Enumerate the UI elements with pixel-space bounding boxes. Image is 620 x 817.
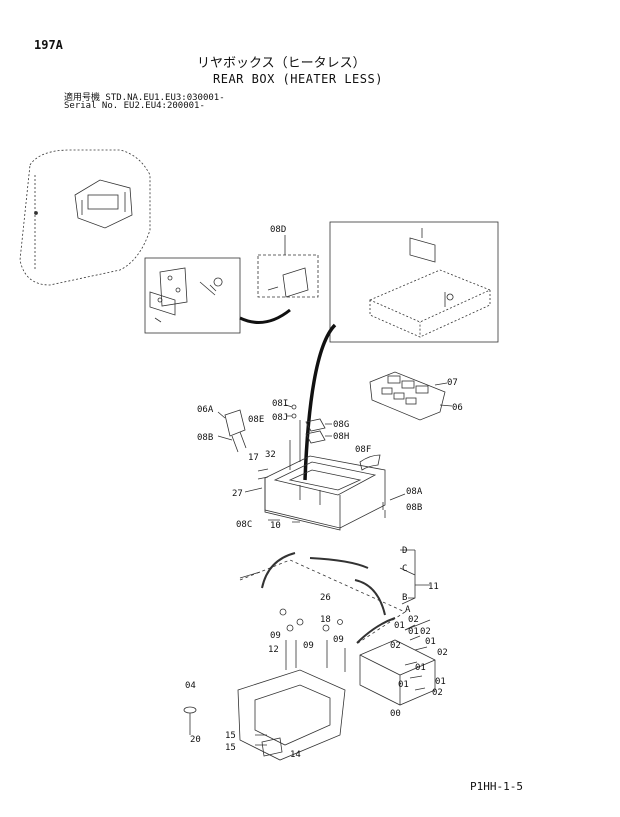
callout-32: 32 [265, 450, 276, 460]
bracket-06A [224, 409, 247, 453]
plate-08D [282, 267, 309, 298]
callout-04: 04 [185, 681, 196, 691]
callout-08F: 08F [355, 445, 371, 455]
callout-A: A [405, 605, 411, 615]
detail-box-left [144, 257, 241, 334]
bracket-hinge-detail [149, 267, 223, 323]
callout-08D: 08D [270, 225, 286, 235]
callout-02-b: 02 [420, 627, 431, 637]
callout-08B-left: 08B [197, 433, 213, 443]
cab-rear-box-thumbnail [74, 179, 133, 229]
callout-20: 20 [190, 735, 201, 745]
callout-06: 06 [452, 403, 463, 413]
detail-box-08D [257, 254, 319, 298]
callout-01-d: 01 [415, 663, 426, 673]
callout-06A: 06A [197, 405, 214, 415]
cab-outline-drawing [19, 149, 151, 286]
rear-box-main [264, 455, 386, 531]
callout-10: 10 [270, 521, 281, 531]
callout-01-c: 01 [425, 637, 436, 647]
callout-01-f: 01 [435, 677, 446, 687]
callout-08E: 08E [248, 415, 264, 425]
callout-00: 00 [390, 709, 401, 719]
callout-15-b: 15 [225, 743, 236, 753]
detail-box-right [329, 221, 499, 343]
callout-02-a: 02 [408, 615, 419, 625]
callout-26: 26 [320, 593, 331, 603]
title-japanese: リヤボックス（ヒータレス） [197, 56, 366, 71]
box-00 [359, 639, 436, 706]
callout-C: C [402, 564, 407, 574]
callout-27: 27 [232, 489, 243, 499]
callout-07: 07 [447, 378, 458, 388]
callout-08A: 08A [406, 487, 423, 497]
callout-11: 11 [428, 582, 439, 592]
footer-code: P1HH-1-5 [470, 780, 523, 793]
callout-09-b: 09 [333, 635, 344, 645]
callout-02-d: 02 [437, 648, 448, 658]
callout-01-a: 01 [394, 621, 405, 631]
callout-09-a: 09 [270, 631, 281, 641]
callout-01-b: 01 [408, 627, 419, 637]
callout-08C: 08C [236, 520, 252, 530]
callout-01-e: 01 [398, 680, 409, 690]
lower-frame [237, 669, 346, 761]
callout-02-c: 02 [390, 641, 401, 651]
floor-plate-outline [239, 559, 406, 646]
callout-12: 12 [268, 645, 279, 655]
callout-15-a: 15 [225, 731, 236, 741]
callout-08H: 08H [333, 432, 349, 442]
callout-14: 14 [290, 750, 301, 760]
callout-17: 17 [248, 453, 259, 463]
callout-18: 18 [320, 615, 331, 625]
switch-panel [369, 371, 446, 421]
callout-08J: 08J [272, 413, 288, 423]
rear-box-detail-right [368, 269, 492, 338]
page-number: 197A [34, 38, 63, 52]
callout-09-c: 09 [303, 641, 314, 651]
callout-B: B [402, 593, 407, 603]
callout-08B-right: 08B [406, 503, 422, 513]
callout-02-e: 02 [432, 688, 443, 698]
callout-08G: 08G [333, 420, 349, 430]
callout-D: D [402, 546, 407, 556]
callout-08I: 08I [272, 399, 288, 409]
serial-line-english: Serial No. EU2.EU4:200001- [64, 101, 205, 111]
serial-line-japanese: 適用号機 STD.NA.EU1.EU3:030001- [64, 93, 225, 103]
title-english: REAR BOX (HEATER LESS) [213, 72, 383, 86]
